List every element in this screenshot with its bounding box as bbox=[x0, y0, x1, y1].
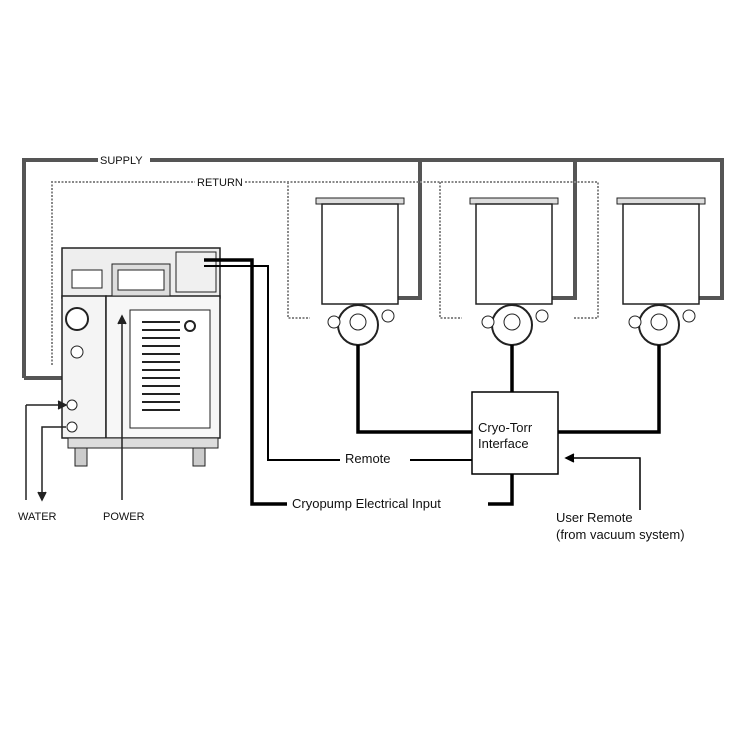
user-remote-line1: User Remote bbox=[556, 510, 633, 525]
water-label: WATER bbox=[18, 511, 57, 523]
return-label: RETURN bbox=[197, 177, 243, 189]
return-line bbox=[51, 181, 599, 365]
cryo-torr-interface: Cryo-Torr Interface bbox=[471, 391, 559, 475]
compressor-unit bbox=[61, 247, 221, 467]
user-remote-lead bbox=[564, 453, 641, 510]
user-remote-line2: (from vacuum system) bbox=[556, 527, 685, 542]
interface-line2: Interface bbox=[478, 436, 529, 451]
cryopump-3 bbox=[616, 197, 706, 346]
interface-line1: Cryo-Torr bbox=[478, 420, 533, 435]
cryopump-1 bbox=[315, 197, 405, 346]
cryopump-input-cable bbox=[204, 258, 514, 506]
supply-label: SUPPLY bbox=[100, 155, 143, 167]
power-lead bbox=[117, 314, 127, 500]
power-label: POWER bbox=[103, 511, 145, 523]
water-leads bbox=[25, 400, 68, 502]
remote-cable bbox=[204, 265, 472, 461]
cryopump-input-label: Cryopump Electrical Input bbox=[292, 496, 441, 511]
compressor-vent bbox=[142, 321, 180, 411]
remote-label: Remote bbox=[345, 451, 391, 466]
cryopump-2 bbox=[469, 197, 559, 346]
pump-cables bbox=[356, 345, 661, 434]
